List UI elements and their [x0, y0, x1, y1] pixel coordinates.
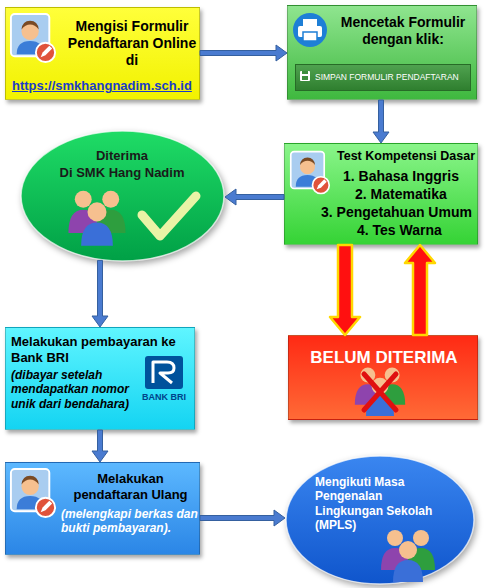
floppy-body — [300, 71, 310, 81]
rejected-box: BELUM DITERIMA — [288, 335, 478, 420]
print-box: Mencetak Formulir dengan klik: SIMPAN FOR… — [287, 5, 477, 100]
loop-arrow — [330, 245, 360, 335]
people-icon — [355, 367, 405, 416]
payment-box: Melakukan pembayaran ke Bank BRI(dibayar… — [5, 327, 195, 430]
accepted-ellipse: DiterimaDi SMK Hang Nadim — [20, 130, 225, 262]
user-icon — [291, 152, 329, 194]
node-text: Di SMK Hang Nadim — [42, 165, 202, 181]
node-text: Diterima — [42, 148, 202, 164]
people-icon — [68, 191, 125, 246]
node-text: 1. Bahasa Inggris — [343, 168, 459, 185]
test-box: Test Kompetensi Dasar 1. Bahasa Inggris2.… — [284, 143, 478, 245]
node-text: Mencetak Formulir dengan klik: — [333, 14, 473, 48]
save-button: SIMPAN FORMULIR PENDAFTARAN — [295, 64, 471, 91]
node-text: https://smkhangnadim.sch.id — [12, 78, 200, 94]
logo-square — [145, 356, 183, 389]
people-icon — [381, 530, 435, 582]
icon-circle — [293, 13, 327, 47]
loop-arrow — [405, 245, 435, 335]
cross-line — [364, 374, 396, 410]
node-text: 2. Matematika — [355, 186, 447, 203]
node-text: Test Kompetensi Dasar — [333, 149, 479, 164]
bank-logo — [145, 356, 183, 389]
ellipse-shape — [21, 131, 224, 261]
flow-arrow — [200, 45, 287, 61]
floppy-shutter — [302, 71, 308, 74]
user-icon — [11, 14, 55, 62]
reregister-box: Melakukan pendaftaran Ulang (melengkapi b… — [5, 462, 200, 555]
node-text: Melakukan pembayaran ke Bank BRI — [11, 334, 186, 365]
flow-arrow — [92, 260, 108, 327]
flow-arrow — [200, 510, 285, 526]
flow-arrow — [373, 100, 389, 143]
check-mark — [142, 196, 196, 236]
cross-line — [364, 374, 396, 410]
reject-cross — [364, 374, 396, 410]
node-text: Melakukan pendaftaran Ulang — [63, 471, 198, 502]
node-text: BANK BRI — [134, 392, 194, 403]
mpls-ellipse: Mengikuti Masa Pengenalan Lingkungan Sek… — [285, 455, 475, 585]
printer-icon — [293, 13, 327, 47]
start-box: Mengisi Formulir Pendaftaran Online di ht… — [5, 7, 200, 100]
node-text: 4. Tes Warna — [357, 222, 442, 239]
floppy-icon — [300, 71, 310, 81]
user-icon — [11, 469, 55, 517]
node-text: (dibayar setelah mendapatkan nomor unik … — [11, 368, 139, 411]
node-text: SIMPAN FORMULIR PENDAFTARAN — [315, 72, 459, 82]
ellipse-shape — [286, 456, 474, 584]
printer-paper — [303, 19, 317, 27]
printer-body — [298, 26, 322, 37]
node-text: (melengkapi berkas dan bukti pembayaran)… — [61, 507, 201, 536]
logo-mark — [153, 362, 174, 383]
floppy-label — [302, 76, 308, 80]
flow-arrow — [225, 189, 284, 205]
ellipse-outline — [285, 455, 475, 585]
node-text: Mengisi Formulir Pendaftaran Online di — [63, 18, 201, 68]
printer-output — [303, 32, 317, 41]
flow-arrow — [92, 430, 108, 462]
node-text: 3. Pengetahuan Umum — [321, 204, 472, 221]
node-text: BELUM DITERIMA — [289, 348, 479, 368]
node-text: Mengikuti Masa Pengenalan Lingkungan Sek… — [315, 475, 450, 533]
